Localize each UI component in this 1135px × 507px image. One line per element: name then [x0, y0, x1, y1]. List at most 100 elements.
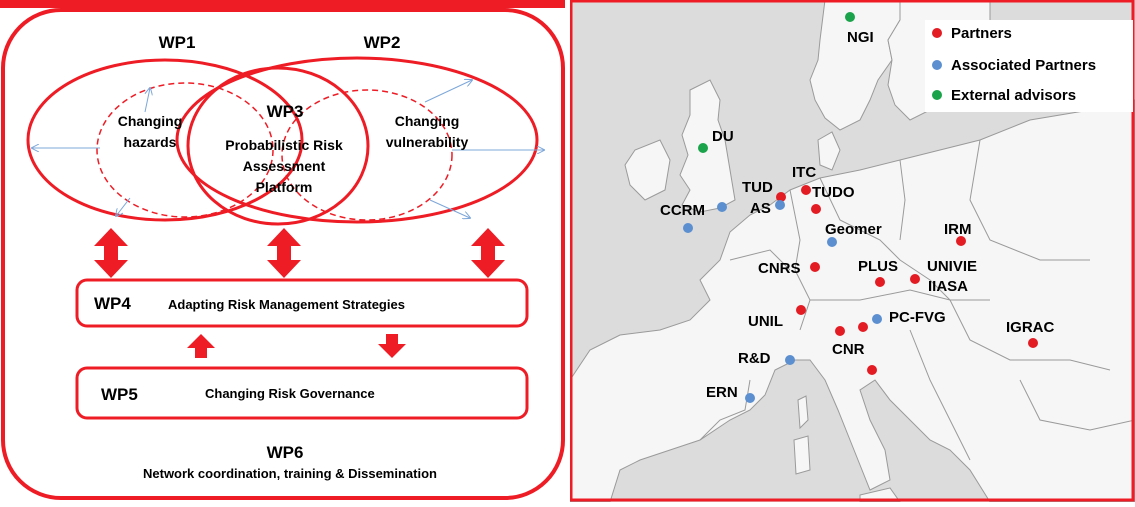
label-igrac: IGRAC — [1006, 319, 1055, 336]
hazards-arrow-up — [144, 88, 150, 113]
border-10 — [1019, 379, 1135, 431]
wp3-ellipse — [186, 66, 370, 226]
marker-cnr-1 — [835, 326, 845, 336]
map-points: NGI DU ITC TUD TUDO AS CCRM Geomer IRM — [660, 12, 1055, 403]
border-4 — [969, 139, 1090, 261]
marker-rd — [785, 355, 795, 365]
marker-du — [698, 143, 708, 153]
marker-cnrs — [810, 262, 820, 272]
marker-ccrm — [717, 202, 727, 212]
partner-map-svg: Partners Associated Partners External ad… — [569, 0, 1135, 503]
down-arrow-wp4-wp5 — [378, 334, 406, 358]
legend-advisors-label: External advisors — [951, 87, 1076, 104]
label-du: DU — [712, 128, 734, 145]
marker-igrac — [1028, 338, 1038, 348]
map-frame — [569, 0, 1135, 502]
wp3-line-2: Assessment — [243, 158, 326, 174]
marker-tud — [776, 192, 786, 202]
label-rd: R&D — [738, 350, 771, 367]
hazards-dashed-ellipse — [96, 82, 274, 218]
marker-ern — [745, 393, 755, 403]
vulnerability-dashed-ellipse — [281, 89, 453, 221]
legend-box — [925, 20, 1133, 112]
wp2-title: WP2 — [364, 33, 401, 52]
work-package-diagram: WP1 WP2 WP3 Probabilistic Risk Assessmen… — [0, 0, 566, 502]
marker-as — [775, 200, 785, 210]
wp1-ellipse — [26, 58, 304, 222]
double-arrow-right — [471, 228, 505, 278]
wp5-title: WP5 — [101, 385, 138, 404]
marker-univie — [910, 274, 920, 284]
border-9 — [909, 329, 971, 461]
label-univie: UNIVIE — [927, 258, 977, 275]
wp3-title: WP3 — [267, 102, 304, 121]
marker-pcfvg — [872, 314, 882, 324]
marker-cnr-3 — [867, 365, 877, 375]
wp4-text: Adapting Risk Management Strategies — [168, 297, 405, 312]
double-arrow-left — [94, 228, 128, 278]
legend-associated-label: Associated Partners — [951, 57, 1096, 74]
marker-plus — [875, 277, 885, 287]
wp3-line-1: Probabilistic Risk — [225, 137, 343, 153]
wp5-text: Changing Risk Governance — [205, 386, 375, 401]
legend-advisor-dot — [932, 90, 942, 100]
land-ireland — [624, 139, 671, 201]
land-corsica — [797, 395, 809, 430]
land-sardinia — [793, 435, 811, 475]
top-red-bar — [0, 0, 565, 8]
label-ccrm: CCRM — [660, 202, 705, 219]
vulnerability-line-2: vulnerability — [386, 134, 469, 150]
border-3 — [899, 159, 906, 241]
label-cnrs: CNRS — [758, 260, 801, 277]
hazards-line-1: Changing — [118, 113, 183, 129]
label-plus: PLUS — [858, 258, 898, 275]
up-arrow-wp5-wp4 — [187, 334, 215, 358]
double-arrows — [94, 228, 505, 358]
label-cnr: CNR — [832, 341, 865, 358]
marker-ngi — [845, 12, 855, 22]
marker-tudo — [811, 204, 821, 214]
vulnerability-arrow-up — [424, 80, 472, 103]
label-irm: IRM — [944, 221, 972, 238]
border-1 — [789, 189, 811, 331]
legend-partners-label: Partners — [951, 25, 1012, 42]
hazards-arrow-down — [116, 197, 131, 216]
label-pcfvg: PC-FVG — [889, 309, 946, 326]
map-borders — [699, 139, 1135, 461]
border-6 — [949, 299, 1111, 371]
label-itc: ITC — [792, 164, 816, 181]
wp4-box — [75, 278, 529, 328]
marker-geomer — [827, 237, 837, 247]
wp1-title: WP1 — [159, 33, 196, 52]
marker-irm — [956, 236, 966, 246]
label-ern: ERN — [706, 384, 738, 401]
double-arrow-center — [267, 228, 301, 278]
marker-unil — [796, 305, 806, 315]
wp3-line-3: Platform — [256, 179, 313, 195]
marker-itc — [801, 185, 811, 195]
label-tud: TUD — [742, 179, 773, 196]
marker-ccrm-2 — [683, 223, 693, 233]
label-unil: UNIL — [748, 313, 783, 330]
vulnerability-arrow-down — [429, 199, 470, 218]
marker-cnr-2 — [858, 322, 868, 332]
legend-partner-dot — [932, 28, 942, 38]
wp6-title: WP6 — [267, 443, 304, 462]
label-tudo: TUDO — [812, 184, 855, 201]
border-2 — [819, 177, 951, 301]
border-5 — [810, 289, 990, 301]
wp2-ellipse — [175, 56, 539, 224]
hazards-line-2: hazards — [124, 134, 177, 150]
vulnerability-line-1: Changing — [395, 113, 460, 129]
work-package-svg: WP1 WP2 WP3 Probabilistic Risk Assessmen… — [1, 8, 565, 500]
legend-associated-dot — [932, 60, 942, 70]
border-7 — [729, 249, 791, 271]
wp4-title: WP4 — [94, 294, 131, 313]
land-denmark — [817, 131, 841, 171]
wp5-box — [75, 366, 529, 420]
label-iiasa: IIASA — [928, 278, 968, 295]
wp6-text: Network coordination, training & Dissemi… — [143, 466, 437, 481]
label-ngi: NGI — [847, 29, 874, 46]
map-legend: Partners Associated Partners External ad… — [925, 20, 1133, 112]
